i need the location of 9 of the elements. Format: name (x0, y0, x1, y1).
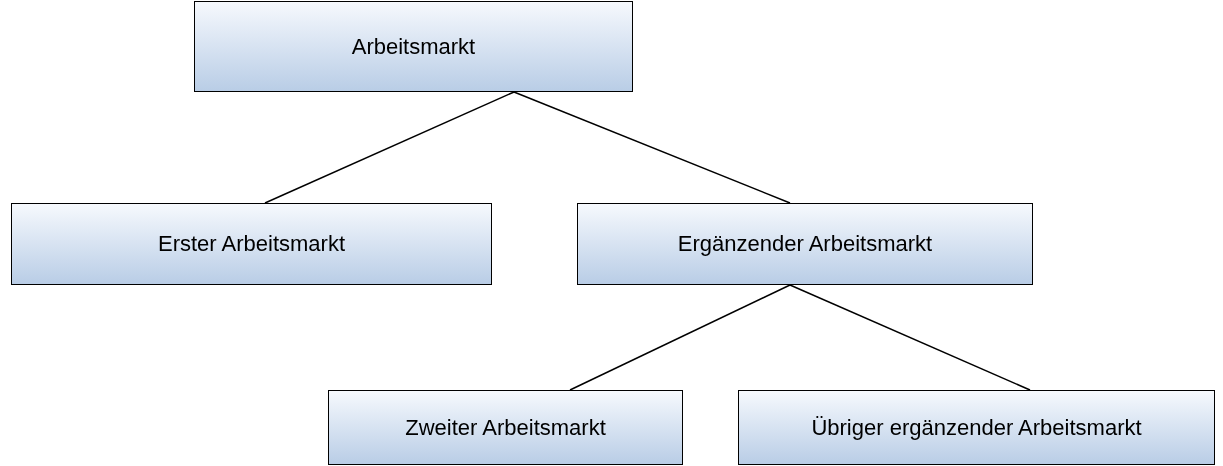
category-box: Übriger ergänzender Arbeitsmarkt (738, 390, 1215, 465)
category-box: Arbeitsmarkt (194, 1, 633, 92)
connector-line (789, 284, 1031, 391)
connector-line (513, 91, 791, 204)
category-box: Erster Arbeitsmarkt (11, 203, 492, 285)
category-box: Ergänzender Arbeitsmarkt (577, 203, 1033, 285)
connector-line (569, 284, 791, 391)
connector-line (264, 91, 515, 204)
category-box: Zweiter Arbeitsmarkt (328, 390, 683, 465)
